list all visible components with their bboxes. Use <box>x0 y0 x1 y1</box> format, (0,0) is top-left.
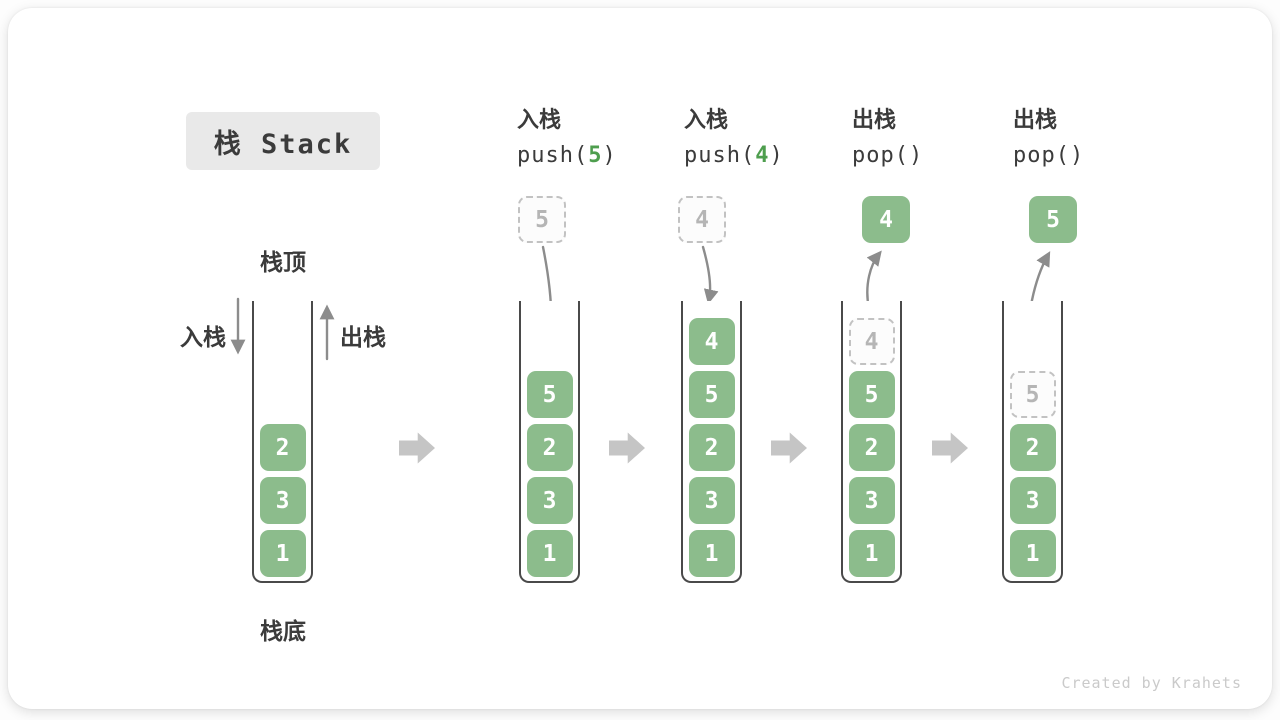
pop-side-label: 出栈 <box>340 324 386 350</box>
operation-code: pop() <box>1013 143 1085 168</box>
stack-cell-4: 4 <box>688 318 735 365</box>
operation-code: push(5) <box>517 143 617 168</box>
stack-cell-2: 2 <box>526 424 573 471</box>
stack-cell-2: 2 <box>1009 424 1056 471</box>
stack-cell-5: 5 <box>526 371 573 418</box>
stack-bottom-label: 栈底 <box>260 618 306 644</box>
stack-cell-2: 2 <box>688 424 735 471</box>
floating-value-5: 5 <box>1029 196 1077 243</box>
floating-value-4: 4 <box>862 196 910 243</box>
floating-value-4: 4 <box>678 196 726 243</box>
stack-cell-1: 1 <box>259 530 306 577</box>
ghost-cell-5: 5 <box>1009 371 1056 418</box>
title-badge: 栈 Stack <box>186 112 380 170</box>
operation-label-4: 出栈 pop() <box>1013 106 1173 170</box>
stack-cell-1: 1 <box>526 530 573 577</box>
stack-top-label: 栈顶 <box>260 249 306 275</box>
title-text: 栈 Stack <box>213 128 353 160</box>
stack-cell-3: 3 <box>848 477 895 524</box>
stack-container-after-push-5: 5 2 3 1 <box>519 301 580 583</box>
operation-argument: 4 <box>755 143 770 168</box>
stack-cell-1: 1 <box>688 530 735 577</box>
operation-code: push(4) <box>684 143 784 168</box>
stack-cell-3: 3 <box>526 477 573 524</box>
operation-name: 入栈 <box>517 107 562 132</box>
operation-label-1: 入栈 push(5) <box>517 106 677 170</box>
floating-value-5: 5 <box>518 196 566 243</box>
operation-code: pop() <box>852 143 924 168</box>
operation-argument: 5 <box>588 143 603 168</box>
stack-cell-3: 3 <box>688 477 735 524</box>
operation-name: 出栈 <box>1013 107 1058 132</box>
stack-container-after-push-4: 4 5 2 3 1 <box>681 301 742 583</box>
operation-name: 出栈 <box>852 107 897 132</box>
push-side-label: 入栈 <box>180 324 226 350</box>
stack-cell-2: 2 <box>259 424 306 471</box>
stack-container-initial-stack: 2 3 1 <box>252 301 313 583</box>
stack-cell-1: 1 <box>848 530 895 577</box>
stack-container-after-pop-4: 4 5 2 3 1 <box>841 301 902 583</box>
operation-label-2: 入栈 push(4) <box>684 106 844 170</box>
stack-cell-1: 1 <box>1009 530 1056 577</box>
stack-cell-5: 5 <box>688 371 735 418</box>
stack-cell-3: 3 <box>259 477 306 524</box>
stack-cell-3: 3 <box>1009 477 1056 524</box>
stack-container-after-pop-5: 5 2 3 1 <box>1002 301 1063 583</box>
stack-cell-2: 2 <box>848 424 895 471</box>
watermark: Created by Krahets <box>1061 674 1242 692</box>
operation-name: 入栈 <box>684 107 729 132</box>
stack-cell-5: 5 <box>848 371 895 418</box>
ghost-cell-4: 4 <box>848 318 895 365</box>
operation-label-3: 出栈 pop() <box>852 106 1012 170</box>
